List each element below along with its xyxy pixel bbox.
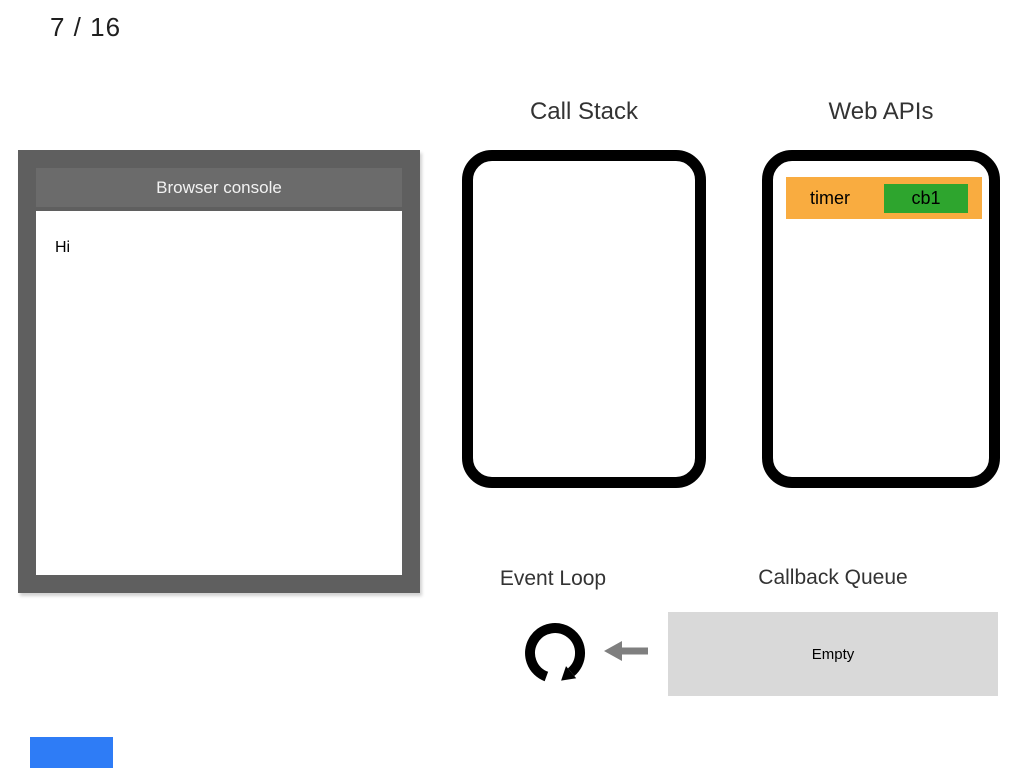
timer-task-label: timer (810, 187, 850, 208)
callback-chip: cb1 (884, 183, 968, 213)
browser-console-output: Hi (36, 211, 402, 575)
web-apis-box: timer cb1 (762, 150, 1000, 488)
callback-queue-status: Empty (811, 645, 855, 663)
event-loop-title: Event Loop (499, 567, 607, 590)
browser-console-panel: Browser console Hi (18, 150, 420, 593)
slide-counter: 7 / 16 (50, 12, 122, 42)
console-log-line: Hi (55, 239, 71, 256)
call-stack-box (462, 150, 706, 488)
timer-task-row: timer cb1 (786, 177, 982, 219)
web-apis-title: Web APIs (828, 98, 934, 125)
left-arrow-icon (604, 641, 648, 661)
callback-queue-box: Empty (668, 612, 998, 696)
browser-console-title: Browser console (36, 168, 402, 207)
bottom-blue-bar (30, 737, 113, 768)
callback-queue-title: Callback Queue (758, 566, 908, 589)
call-stack-title: Call Stack (529, 98, 639, 125)
event-loop-icon (525, 623, 585, 682)
